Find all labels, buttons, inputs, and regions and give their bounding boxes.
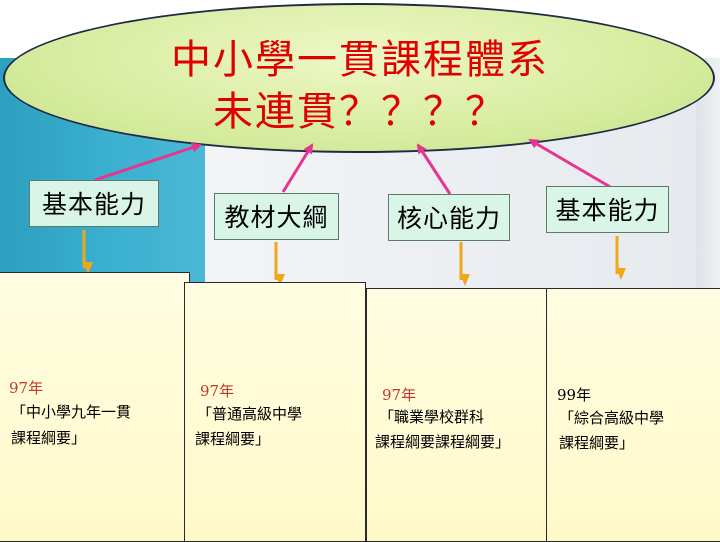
curriculum-box-3: 97年 「職業學校群科 課程綱要課程綱要」 — [366, 288, 548, 542]
title-ellipse — [3, 3, 715, 153]
title-line-1: 中小學一貫課程體系 — [171, 37, 549, 83]
curriculum-title-line1: 「中小學九年一貫 — [11, 403, 132, 421]
curriculum-box-1: 97年 「中小學九年一貫 課程綱要」 — [0, 272, 190, 542]
pink-arrow-3 — [416, 143, 452, 195]
title-line-2: 未連貫？？？？ — [213, 89, 507, 135]
label-curriculum-outline: 教材大綱 — [214, 193, 339, 240]
curriculum-title-line2: 課程綱要」 — [11, 429, 87, 447]
curriculum-year: 97年 — [9, 379, 44, 397]
pink-arrow-1 — [94, 142, 202, 182]
curriculum-title-line2: 課程綱要課程綱要」 — [375, 433, 511, 451]
curriculum-year: 97年 — [382, 386, 417, 404]
curriculum-title-line2: 課程綱要」 — [195, 430, 271, 448]
curriculum-title-line1: 「職業學校群科 — [379, 408, 485, 426]
pink-arrow-2 — [281, 143, 314, 193]
curriculum-title-line1: 「普通高級中學 — [197, 405, 303, 423]
label-core-ability: 核心能力 — [388, 194, 510, 241]
curriculum-title-line2: 課程綱要」 — [559, 434, 635, 452]
curriculum-year: 99年 — [557, 386, 592, 404]
label-basic-ability-1: 基本能力 — [29, 180, 159, 227]
curriculum-box-4: 99年 「綜合高級中學 課程綱要」 — [546, 288, 720, 542]
curriculum-year: 97年 — [200, 382, 235, 400]
curriculum-title-line1: 「綜合高級中學 — [559, 409, 665, 427]
pink-arrow-4 — [528, 138, 613, 190]
label-basic-ability-2: 基本能力 — [546, 186, 669, 233]
curriculum-box-2: 97年 「普通高級中學 課程綱要」 — [184, 282, 366, 542]
